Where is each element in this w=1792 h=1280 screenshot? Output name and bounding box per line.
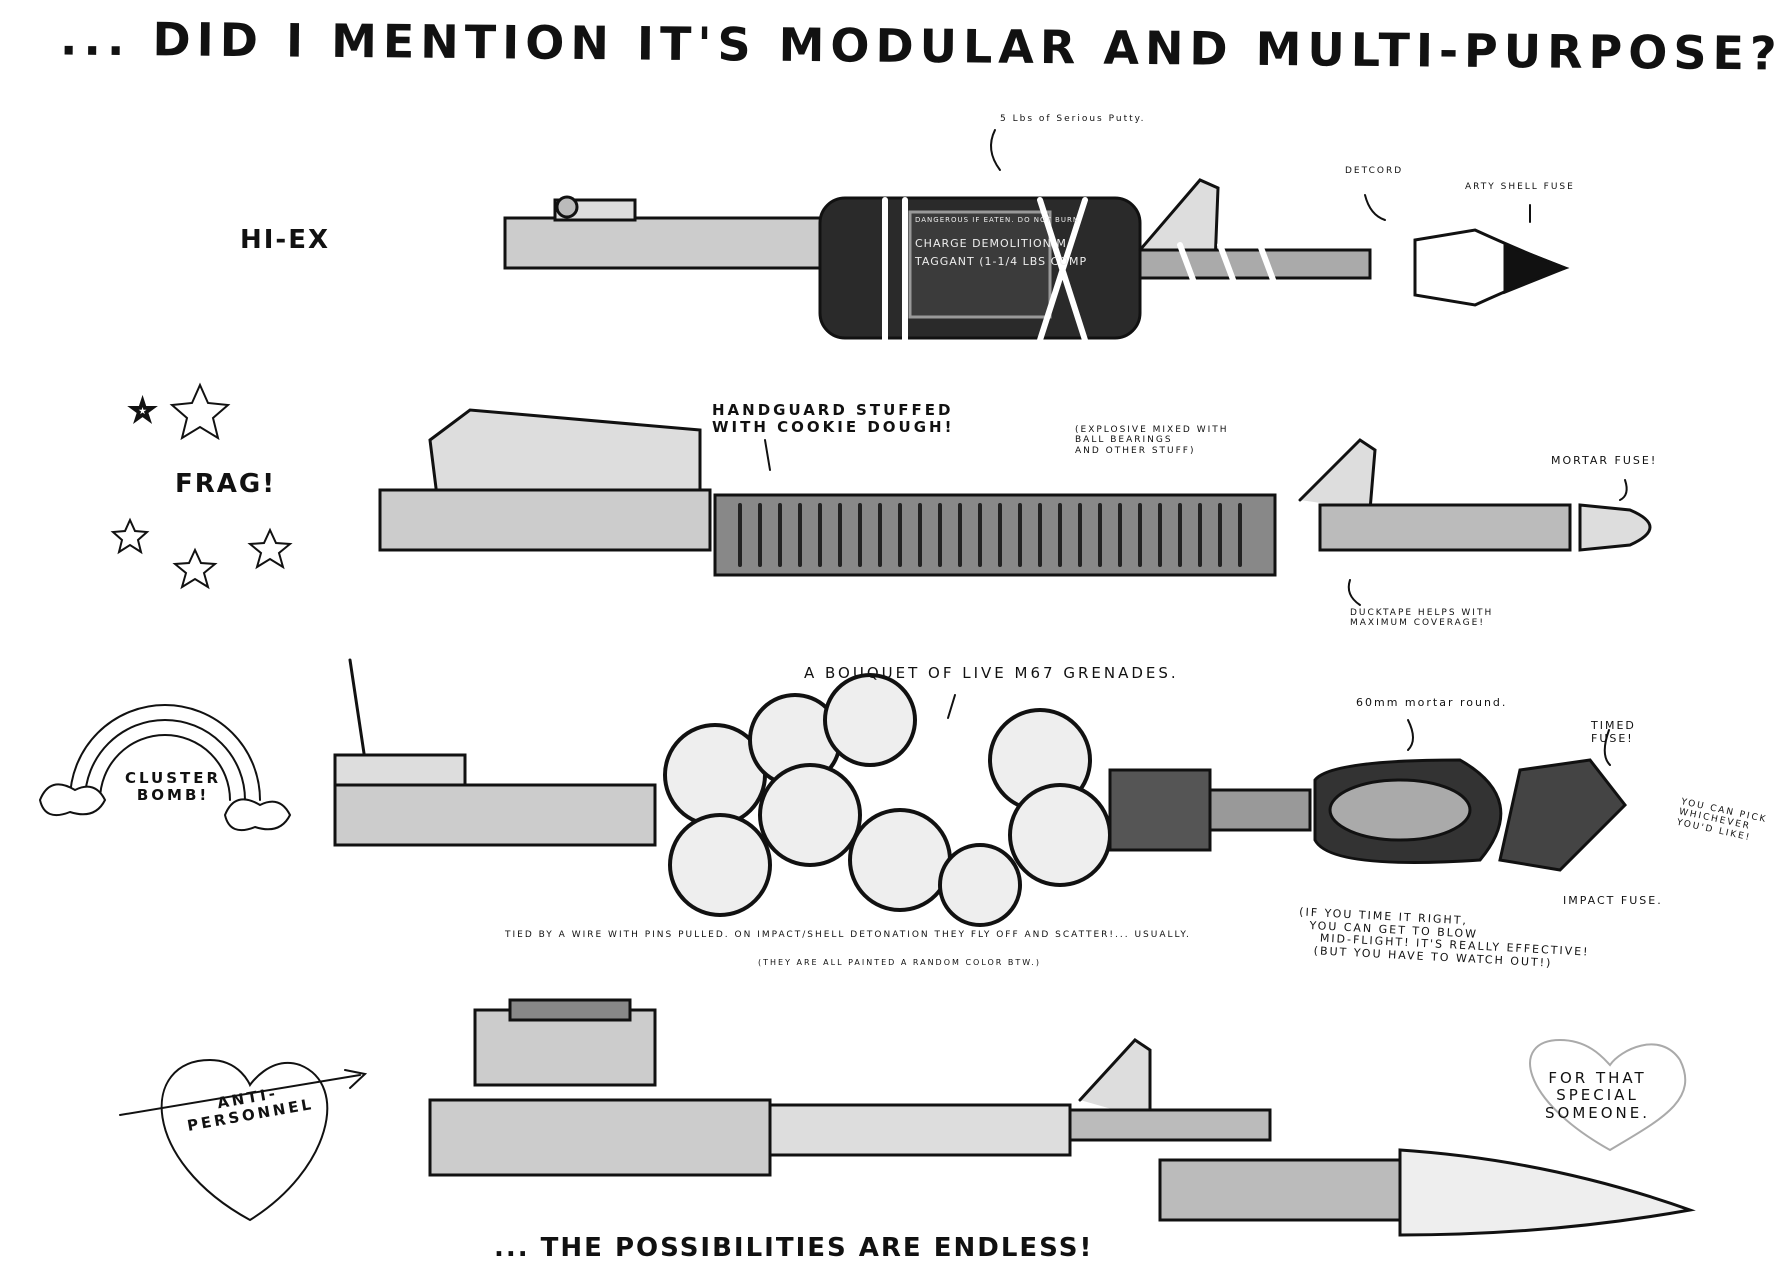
annotation-impact-fuse: Impact fuse. — [1563, 894, 1663, 907]
svg-text:☆: ☆ — [130, 394, 155, 427]
badge-hi-ex: Hi-Ex — [240, 225, 331, 255]
grenade-bouquet — [663, 673, 1112, 927]
rifle-frag: ☆ — [110, 382, 1652, 606]
annotation-timed-fuse: Timed fuse! — [1591, 719, 1636, 745]
rifle-anti-personnel — [119, 998, 1696, 1237]
annotation-mortar-round: 60mm mortar round. — [1356, 696, 1508, 709]
charge-label-name: Charge Demolition M — [915, 237, 1067, 250]
annotation-bouquet: A bouquet of live M67 grenades. — [804, 664, 1179, 682]
annotation-mortar-fuse: Mortar fuse! — [1551, 454, 1658, 467]
annotation-ducktape: Ducktape helps with maximum coverage! — [1350, 608, 1494, 629]
charge-label-warning: Dangerous if eaten. Do not burn — [915, 216, 1080, 224]
annotation-explosive: (Explosive mixed with ball bearings and … — [1075, 425, 1229, 456]
annotation-painted: (They are all painted a random color btw… — [758, 958, 1041, 967]
badge-frag: Frag! — [175, 469, 277, 499]
annotation-detcord: Detcord — [1345, 166, 1404, 176]
rainbow-icon — [38, 704, 292, 831]
annotation-handguard: Handguard stuffed with cookie dough! — [712, 401, 955, 437]
badge-cluster-bomb: Cluster Bomb! — [125, 769, 222, 805]
footer-caption: ... The possibilities are endless! — [494, 1233, 1094, 1263]
heart-icon — [160, 1058, 329, 1222]
annotation-tied-wire: Tied by a wire with pins pulled. On impa… — [505, 930, 1191, 940]
annotation-arty-fuse: Arty shell fuse — [1465, 182, 1575, 192]
charge-label-taggant: Taggant (1-1/4 lbs comp — [915, 255, 1088, 268]
heart-icon — [1529, 1038, 1687, 1152]
annotation-special: For that special someone. — [1545, 1069, 1651, 1122]
rifle-hi-ex — [503, 129, 1570, 343]
annotation-putty: 5 Lbs of Serious Putty. — [1000, 114, 1146, 124]
rifle-cluster — [38, 658, 1627, 927]
